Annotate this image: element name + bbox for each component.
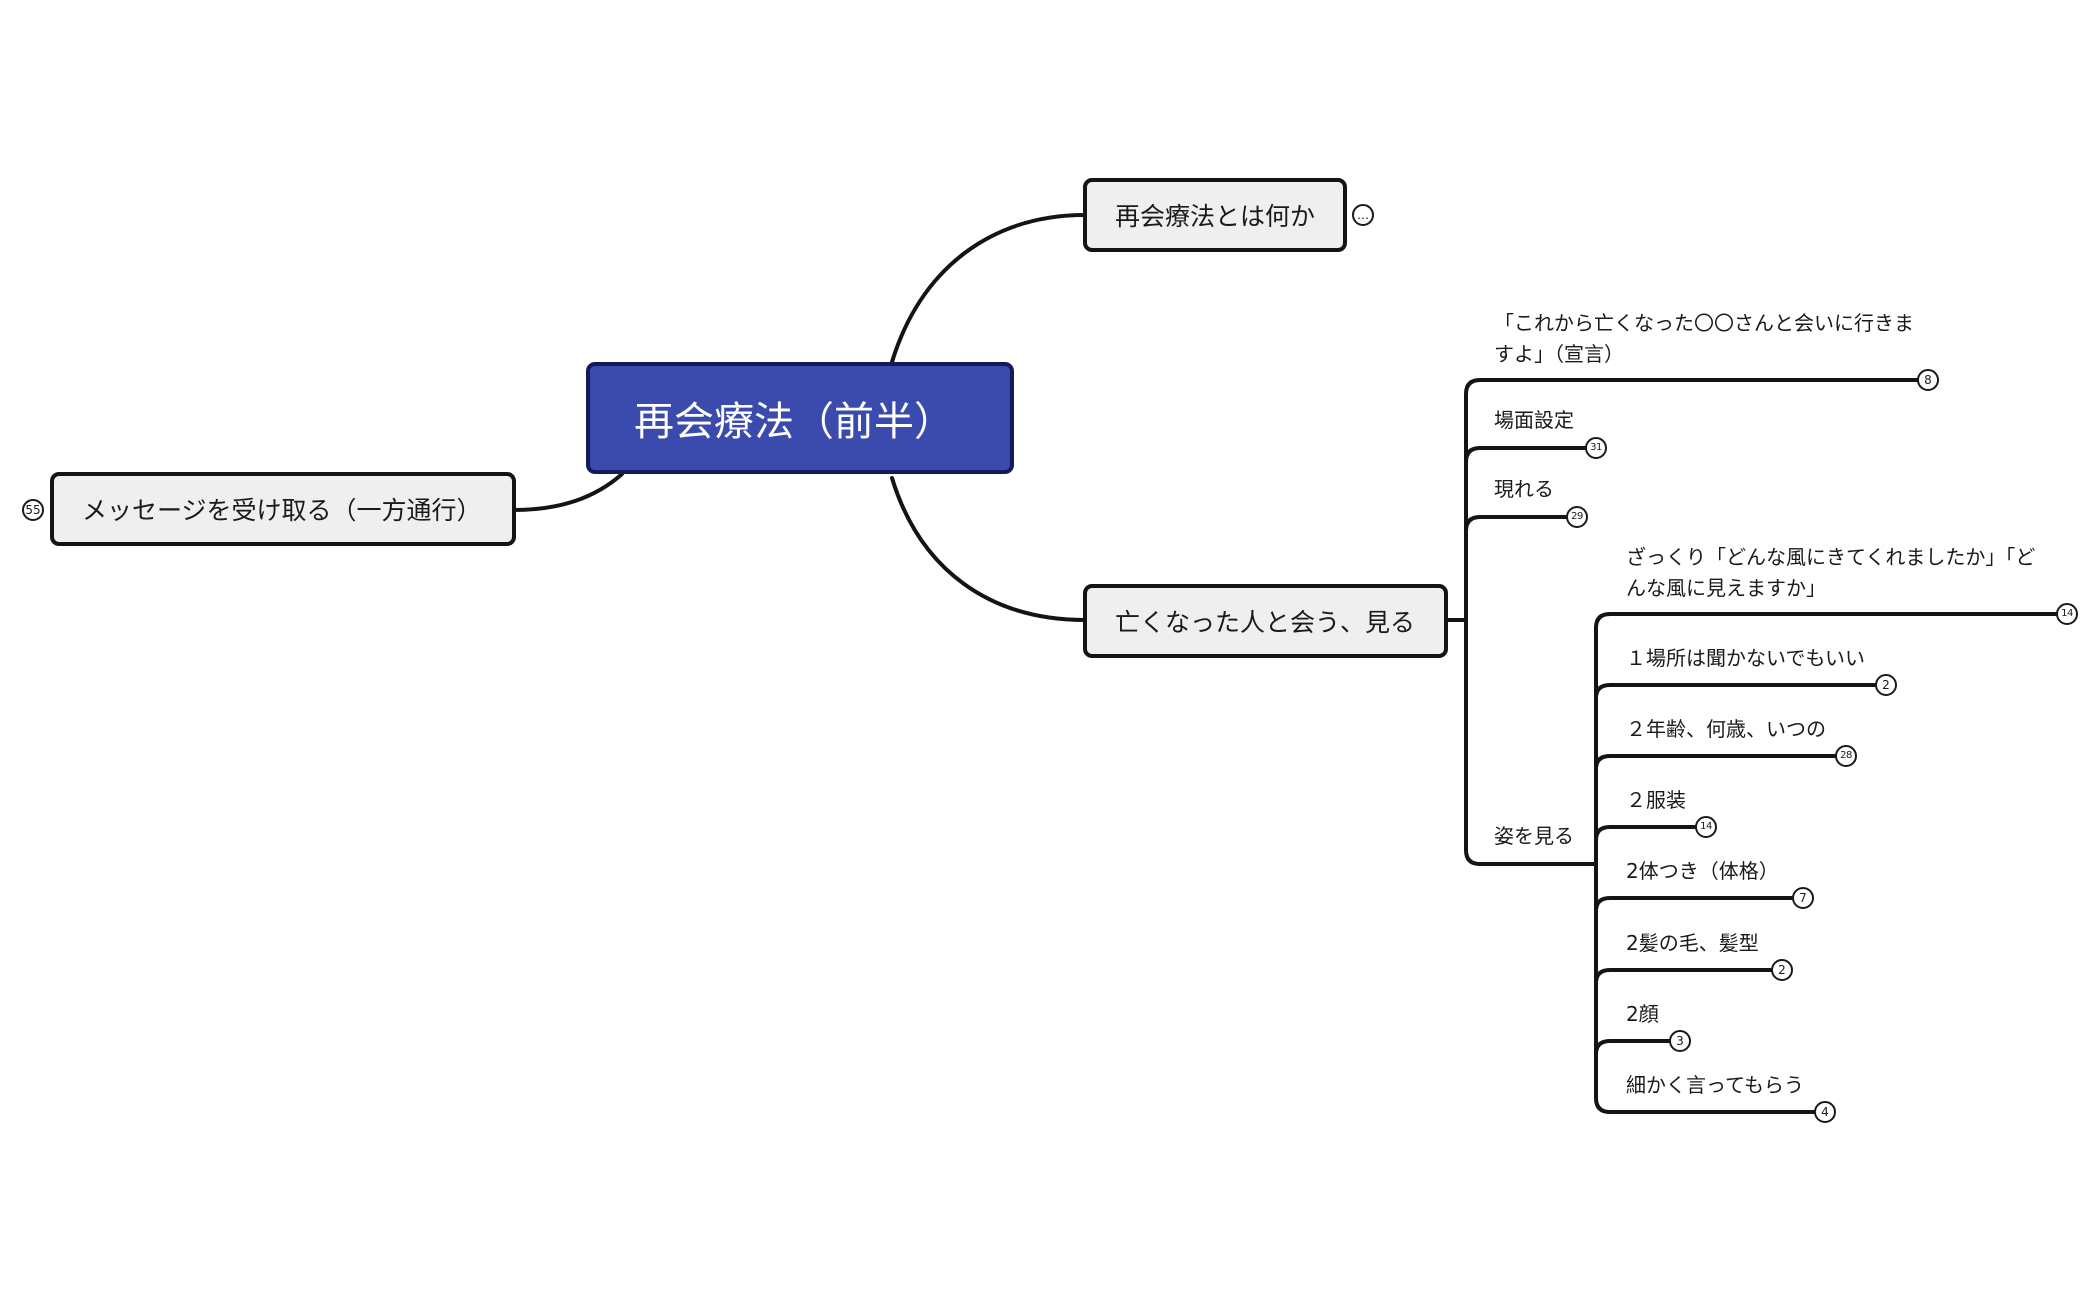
subtopic-see[interactable]: 姿を見る [1494,821,1574,852]
branch-see-4 [1594,896,1795,913]
topic-message-label: メッセージを受け取る（一方通行） [82,496,482,525]
collapsed-count-badge[interactable]: 29 [1566,506,1588,528]
topic-meet-label: 亡くなった人と会う、見る [1115,608,1416,637]
topic-meet[interactable]: 亡くなった人と会う、見る [1083,584,1448,658]
subtopic-see-detail-label: 細かく言ってもらう [1626,1073,1804,1097]
branch-declare [1464,378,1920,396]
subtopic-see-face-label: 2顔 [1626,1002,1659,1026]
bracket-meet [1464,392,1598,866]
branch-see-2 [1594,754,1838,771]
collapsed-count-badge[interactable]: 3 [1669,1030,1691,1052]
collapsed-count-badge[interactable]: 14 [2056,603,2078,625]
subtopic-see-hair-label: 2髪の毛、髪型 [1626,931,1759,955]
subtopic-see-place-label: １場所は聞かないでもいい [1626,646,1865,670]
subtopic-see-detail[interactable]: 細かく言ってもらう [1626,1070,1804,1101]
branch-see-5 [1594,968,1774,985]
subtopic-see-age-label: ２年齢、何歳、いつの [1626,717,1826,741]
subtopic-see-place[interactable]: １場所は聞かないでもいい [1626,643,1865,674]
link-central-what-is [890,213,1087,364]
branch-scene [1464,446,1588,464]
central-topic-label: 再会療法（前半） [634,399,954,445]
central-topic[interactable]: 再会療法（前半） [586,362,1014,474]
topic-what-is[interactable]: 再会療法とは何か [1083,178,1347,252]
subtopic-see-age[interactable]: ２年齢、何歳、いつの [1626,714,1826,745]
branch-see-3 [1594,825,1698,842]
link-central-message [511,472,624,512]
subtopic-see-hair[interactable]: 2髪の毛、髪型 [1626,928,1759,959]
collapsed-count-badge[interactable]: 31 [1585,437,1607,459]
collapsed-count-badge[interactable]: 8 [1917,369,1939,391]
collapsed-more-icon[interactable]: … [1352,204,1374,226]
collapsed-count-badge[interactable]: 2 [1875,674,1897,696]
subtopic-appear[interactable]: 現れる [1494,474,1554,505]
collapsed-count-badge[interactable]: 28 [1835,745,1857,767]
subtopic-scene[interactable]: 場面設定 [1494,405,1574,436]
collapsed-count-badge[interactable]: 2 [1771,959,1793,981]
subtopic-see-rough[interactable]: ざっくり「どんな風にきてくれましたか」「ど んな風に見えますか」 [1626,542,2035,604]
subtopic-see-label: 姿を見る [1494,824,1574,848]
subtopic-declare[interactable]: 「これから亡くなった〇〇さんと会いに行きま すよ」（宣言） [1494,308,1914,370]
collapsed-count-badge[interactable]: 4 [1814,1101,1836,1123]
subtopic-appear-label: 現れる [1494,477,1554,501]
topic-what-is-label: 再会療法とは何か [1115,202,1316,231]
subtopic-see-rough-line2: んな風に見えますか」 [1626,576,1826,600]
collapsed-count-badge[interactable]: 55 [22,499,44,521]
subtopic-see-clothes-label: ２服装 [1626,788,1686,812]
subtopic-see-body-label: 2体つき（体格） [1626,859,1779,883]
subtopic-see-face[interactable]: 2顔 [1626,999,1659,1030]
branch-see-1 [1594,683,1878,700]
branch-see-0 [1594,612,2059,630]
subtopic-see-clothes[interactable]: ２服装 [1626,785,1686,816]
subtopic-declare-line2: すよ」（宣言） [1494,342,1624,366]
collapsed-count-badge[interactable]: 7 [1792,887,1814,909]
subtopic-declare-line1: 「これから亡くなった〇〇さんと会いに行きま [1494,311,1914,335]
branch-see-6 [1594,1039,1672,1056]
subtopic-see-body[interactable]: 2体つき（体格） [1626,856,1779,887]
collapsed-count-badge[interactable]: 14 [1695,816,1717,838]
subtopic-scene-label: 場面設定 [1494,408,1574,432]
topic-message[interactable]: メッセージを受け取る（一方通行） [50,472,516,546]
bracket-see [1594,626,1817,1114]
subtopic-see-rough-line1: ざっくり「どんな風にきてくれましたか」「ど [1626,545,2036,569]
link-central-meet [890,476,1087,622]
branch-appear [1464,515,1569,533]
